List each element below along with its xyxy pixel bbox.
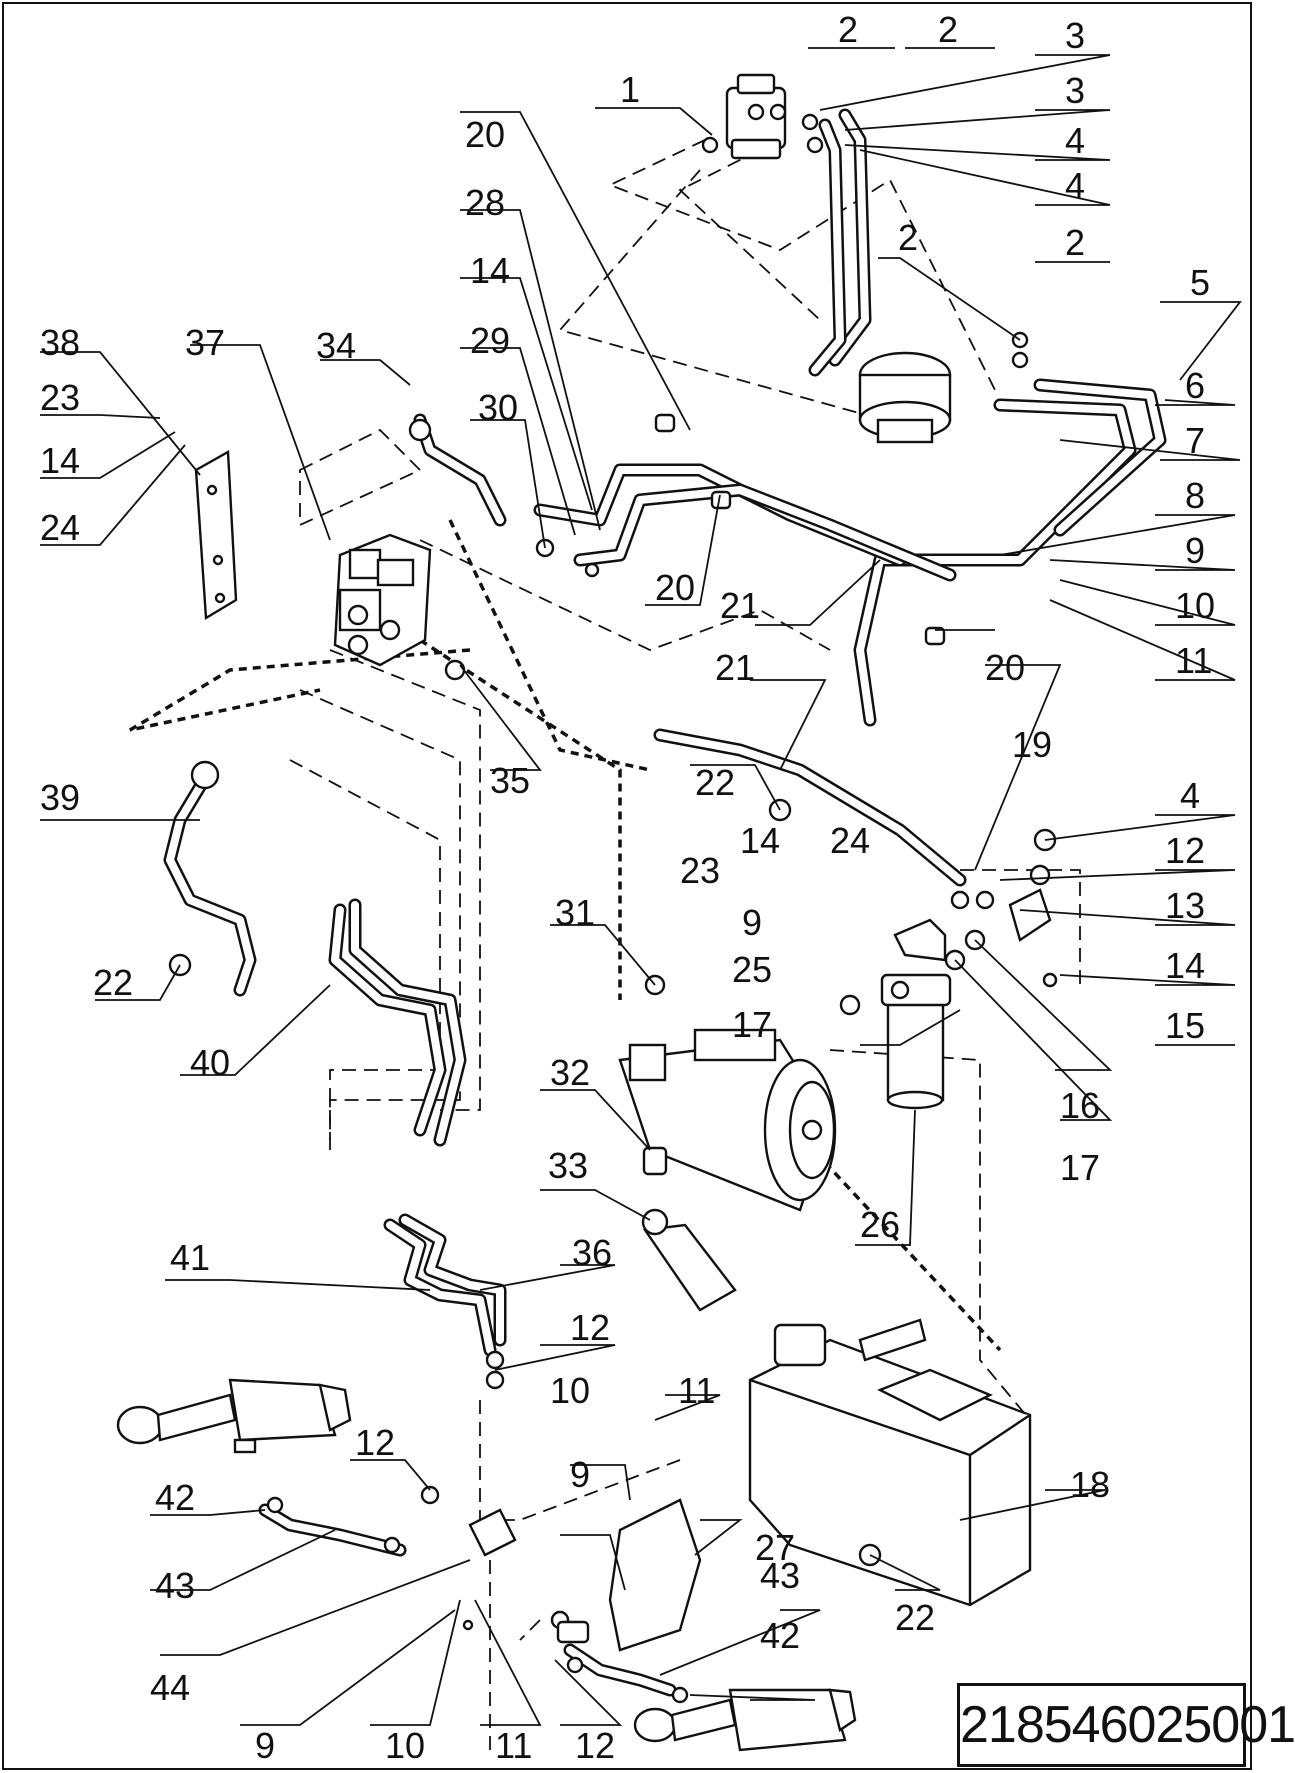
control-valve-block xyxy=(333,533,432,667)
callout-12: 12 xyxy=(575,1725,615,1766)
components xyxy=(116,73,1058,1752)
callout-3: 3 xyxy=(1065,15,1085,56)
assembly-dash-lines xyxy=(129,139,1081,1750)
callout-43: 43 xyxy=(155,1565,195,1606)
callout-2: 2 xyxy=(838,9,858,50)
callout-22: 22 xyxy=(695,762,735,803)
callout-3: 3 xyxy=(1065,70,1085,111)
callout-10: 10 xyxy=(550,1370,590,1411)
callout-37: 37 xyxy=(185,322,225,363)
electric-motor-pump xyxy=(618,1028,837,1212)
callout-15: 15 xyxy=(1165,1005,1205,1046)
valve-bracket xyxy=(608,1498,702,1652)
callout-14: 14 xyxy=(40,440,80,481)
suction-hose xyxy=(642,1223,737,1312)
callout-2: 2 xyxy=(938,9,958,50)
orbital-motor xyxy=(858,351,952,444)
callout-9: 9 xyxy=(1185,530,1205,571)
callout-4: 4 xyxy=(1065,165,1085,206)
drawing-number: 218546025001 xyxy=(957,1683,1295,1767)
callout-1: 1 xyxy=(620,69,640,110)
callout-29: 29 xyxy=(470,320,510,361)
callout-14: 14 xyxy=(1165,945,1205,986)
callout-30: 30 xyxy=(478,387,518,428)
callout-2: 2 xyxy=(898,217,918,258)
callout-39: 39 xyxy=(40,777,80,818)
flow-divider-block xyxy=(468,1508,517,1557)
steering-control-unit xyxy=(725,73,787,160)
callout-21: 21 xyxy=(720,585,760,626)
callout-24: 24 xyxy=(40,507,80,548)
callout-34: 34 xyxy=(316,325,356,366)
drawing-frame xyxy=(2,2,1252,1770)
callout-26: 26 xyxy=(860,1204,900,1245)
callout-22: 22 xyxy=(93,962,133,1003)
hoses xyxy=(163,108,1167,1697)
callout-20: 20 xyxy=(985,647,1025,688)
callout-16: 16 xyxy=(1060,1085,1100,1126)
callout-32: 32 xyxy=(550,1052,590,1093)
callout-10: 10 xyxy=(385,1725,425,1766)
hydraulic-system-exploded-diagram: 1 2 2 3 3 4 4 2 2 5 6 7 8 9 10 11 20 19 … xyxy=(40,9,1242,1766)
callout-10: 10 xyxy=(1175,585,1215,626)
callout-44: 44 xyxy=(150,1667,190,1708)
return-filter xyxy=(880,973,952,1110)
callout-41: 41 xyxy=(170,1237,210,1278)
callout-23: 23 xyxy=(40,377,80,418)
callout-7: 7 xyxy=(1185,420,1205,461)
callout-2: 2 xyxy=(1065,222,1085,263)
filter-bracket xyxy=(893,918,947,962)
callout-20: 20 xyxy=(655,567,695,608)
leader-lines xyxy=(40,47,1242,1726)
callout-9: 9 xyxy=(742,902,762,943)
callout-36: 36 xyxy=(572,1232,612,1273)
callout-28: 28 xyxy=(465,182,505,223)
callout-24: 24 xyxy=(830,820,870,861)
callout-12: 12 xyxy=(1165,830,1205,871)
callout-17: 17 xyxy=(732,1004,772,1045)
callout-11: 11 xyxy=(495,1725,532,1766)
callout-9: 9 xyxy=(570,1454,590,1495)
callout-14: 14 xyxy=(740,820,780,861)
callout-4: 4 xyxy=(1065,120,1085,161)
callout-38: 38 xyxy=(40,322,80,363)
callout-17: 17 xyxy=(1060,1147,1100,1188)
callout-11: 11 xyxy=(1175,640,1212,681)
callout-13: 13 xyxy=(1165,885,1205,926)
callout-42: 42 xyxy=(760,1615,800,1656)
callout-labels: 1 2 2 3 3 4 4 2 2 5 6 7 8 9 10 11 20 19 … xyxy=(40,9,1215,1766)
callout-5: 5 xyxy=(1190,262,1210,303)
callout-4: 4 xyxy=(1180,775,1200,816)
callout-18: 18 xyxy=(1070,1464,1110,1505)
junction-block xyxy=(1008,888,1052,942)
callout-22: 22 xyxy=(895,1597,935,1638)
callout-25: 25 xyxy=(732,949,772,990)
callout-27: 27 xyxy=(755,1527,795,1568)
callout-20: 20 xyxy=(465,114,505,155)
fittings xyxy=(168,113,1058,1704)
callout-12: 12 xyxy=(570,1307,610,1348)
lift-cylinder-right xyxy=(633,1688,857,1752)
callout-8: 8 xyxy=(1185,475,1205,516)
callout-42: 42 xyxy=(155,1477,195,1518)
callout-21: 21 xyxy=(715,647,755,688)
callout-11: 11 xyxy=(678,1370,715,1411)
callout-14: 14 xyxy=(470,250,510,291)
callout-35: 35 xyxy=(490,760,530,801)
callout-31: 31 xyxy=(555,892,595,933)
callout-6: 6 xyxy=(1185,365,1205,406)
hydraulic-tank xyxy=(748,1318,1032,1607)
mounting-plate xyxy=(194,450,238,621)
callout-43: 43 xyxy=(760,1555,800,1596)
lift-cylinder-left xyxy=(116,1378,352,1454)
callout-9: 9 xyxy=(255,1725,275,1766)
callout-12: 12 xyxy=(355,1422,395,1463)
callout-40: 40 xyxy=(190,1042,230,1083)
callout-33: 33 xyxy=(548,1145,588,1186)
callout-19: 19 xyxy=(1012,724,1052,765)
callout-23: 23 xyxy=(680,850,720,891)
